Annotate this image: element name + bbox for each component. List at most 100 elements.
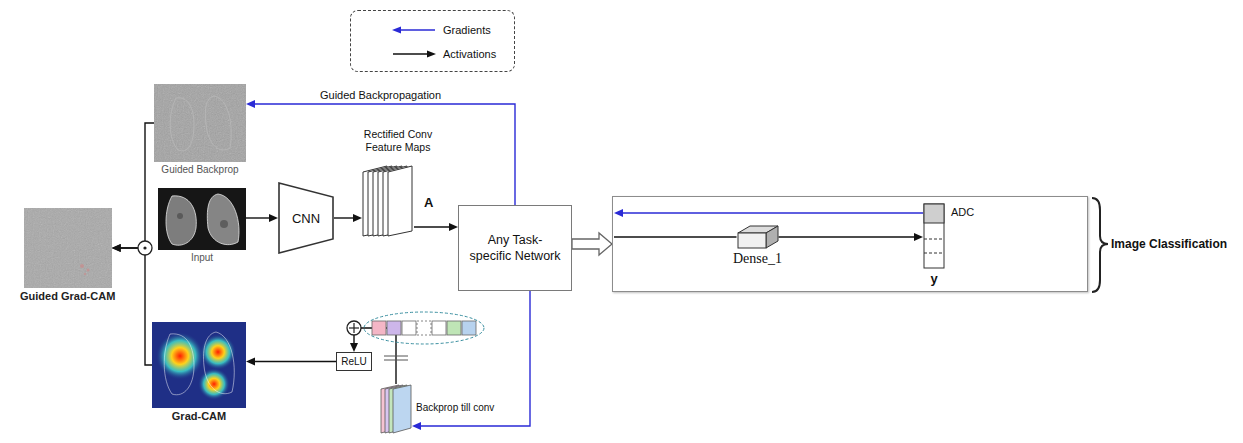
tensor-name: A bbox=[424, 195, 433, 210]
box-label: ReLU bbox=[341, 356, 367, 367]
connector bbox=[614, 237, 737, 238]
dense-layer-block bbox=[737, 225, 779, 249]
gradient-maps: Backprop till conv bbox=[380, 384, 412, 434]
gradcam-heatmap bbox=[152, 322, 246, 408]
legend-row: Gradients bbox=[391, 20, 514, 40]
output-vector: ADCy bbox=[923, 203, 945, 269]
input-xray-image-part bbox=[166, 196, 196, 245]
input-xray-image-part bbox=[158, 188, 246, 250]
feature-maps: Rectified Conv Feature Maps A bbox=[352, 128, 444, 237]
legend-arrow-sample-part bbox=[393, 53, 428, 55]
connector bbox=[246, 358, 336, 366]
weight-vector-part bbox=[372, 321, 386, 335]
legend-arrow-sample-part bbox=[427, 51, 436, 58]
arrow-head bbox=[614, 209, 623, 217]
weight-vector bbox=[364, 312, 484, 360]
output-vector-bar bbox=[923, 203, 945, 269]
cnn-block: CNN bbox=[278, 182, 334, 254]
output-name: y bbox=[923, 271, 945, 286]
weight-vector-part bbox=[432, 321, 446, 335]
image-caption: Grad-CAM bbox=[172, 410, 226, 422]
weight-vector-part bbox=[384, 356, 408, 357]
connector-line bbox=[119, 123, 154, 248]
guided-gradcam-image bbox=[24, 208, 112, 288]
connector-line bbox=[779, 236, 917, 237]
map-caption: Backprop till conv bbox=[416, 402, 494, 413]
feature-map-stack bbox=[362, 165, 414, 237]
hollow-arrow bbox=[572, 233, 612, 255]
gradcam-heatmap-part bbox=[156, 332, 204, 380]
arrow-head bbox=[112, 244, 121, 252]
gradient-map-stack-part bbox=[393, 385, 411, 433]
input-xray-image-part bbox=[177, 213, 183, 219]
weight-vector-part bbox=[364, 312, 484, 344]
sum-symbol-part bbox=[353, 323, 354, 333]
image-caption: Guided Grad-CAM bbox=[20, 290, 115, 302]
connector bbox=[414, 223, 458, 231]
feature-map-stack-part bbox=[388, 166, 412, 236]
output-vector-bar-part bbox=[924, 204, 944, 268]
connector bbox=[412, 291, 530, 430]
connector-line bbox=[334, 217, 355, 218]
connector-line bbox=[246, 217, 271, 218]
panel-heading: Image Classification bbox=[1111, 237, 1227, 251]
connector bbox=[246, 214, 278, 222]
connector-line bbox=[621, 212, 923, 213]
legend-row: Activations bbox=[391, 44, 514, 64]
gradcam-heatmap-part bbox=[198, 368, 230, 400]
legend-arrow-sample bbox=[391, 25, 437, 35]
weight-vector-part bbox=[417, 321, 431, 335]
connector-line bbox=[414, 226, 451, 227]
input-xray-image-part bbox=[220, 220, 228, 228]
dense-layer: Dense_1 bbox=[733, 225, 782, 267]
image-panel: Grad-CAM bbox=[152, 322, 246, 422]
connector bbox=[614, 209, 923, 217]
weight-vector-part bbox=[402, 321, 416, 335]
arrow-head bbox=[449, 223, 458, 231]
guided-backprop-image bbox=[154, 84, 246, 162]
process-box: Any Task-specific Network bbox=[458, 205, 572, 291]
arrow-head bbox=[246, 100, 255, 108]
image-caption: Input bbox=[191, 252, 213, 263]
guided-backprop-image-part bbox=[154, 84, 246, 162]
guided-backprop-image-part bbox=[170, 98, 194, 151]
guided-gradcam-image-part bbox=[24, 208, 112, 288]
multiply-symbol-part bbox=[138, 241, 152, 255]
guided-gradcam-image-part bbox=[83, 273, 85, 275]
class-name: ADC bbox=[951, 206, 974, 218]
gradient-map-stack bbox=[380, 384, 412, 434]
block-label: CNN bbox=[292, 211, 320, 226]
legend-arrow-sample-part bbox=[392, 27, 401, 34]
image-panel: Input bbox=[158, 188, 246, 263]
box-label: Any Task-specific Network bbox=[467, 232, 563, 265]
cnn-trapezoid-part bbox=[279, 183, 333, 253]
sum-symbol bbox=[347, 321, 361, 335]
legend-arrow-sample bbox=[391, 49, 437, 59]
guided-gradcam-image-part bbox=[24, 208, 112, 288]
arrow-head bbox=[112, 244, 121, 252]
image-panel: Guided Backprop bbox=[154, 84, 246, 175]
curly-brace bbox=[1092, 198, 1108, 292]
input-xray-image bbox=[158, 188, 246, 250]
output-vector-bar-part bbox=[924, 253, 944, 254]
dense-layer-block-part bbox=[766, 226, 778, 248]
connector-line bbox=[614, 236, 737, 237]
guided-gradcam-image-part bbox=[86, 269, 89, 272]
dense-layer-block-part bbox=[738, 233, 766, 248]
weight-vector-part bbox=[447, 321, 461, 335]
gradcam-heatmap-part bbox=[152, 322, 246, 408]
legend-box: Gradients Activations bbox=[350, 10, 515, 72]
connector-line bbox=[253, 361, 336, 362]
multiply-symbol bbox=[138, 241, 152, 255]
image-caption: Guided Backprop bbox=[161, 164, 238, 175]
weight-vector-part bbox=[387, 321, 401, 335]
classifier-panel: Image Classification Dense_1 ADCy bbox=[612, 196, 1088, 292]
image-panel: Guided Grad-CAM bbox=[20, 208, 115, 302]
legend-text: Activations bbox=[443, 48, 496, 60]
arrow-head bbox=[914, 233, 923, 241]
gradcam-heatmap-part bbox=[204, 332, 235, 394]
arrow-head bbox=[350, 343, 358, 352]
legend-text: Gradients bbox=[443, 24, 491, 36]
connector bbox=[572, 233, 612, 255]
